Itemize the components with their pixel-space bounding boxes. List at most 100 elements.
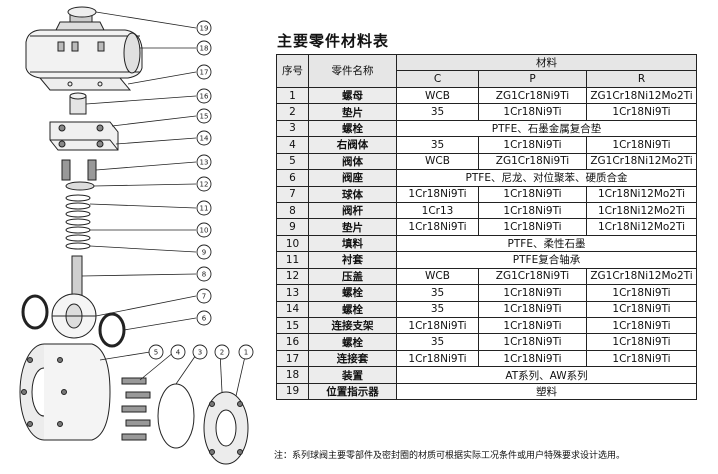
- cell-part-name: 右阀体: [308, 136, 397, 154]
- header-part-name: 零件名称: [308, 54, 397, 88]
- svg-text:19: 19: [200, 25, 209, 33]
- right-body: [203, 391, 249, 465]
- cell-no: 14: [276, 300, 309, 319]
- cell-material-r: 1Cr18Ni12Mo2Ti: [586, 185, 697, 203]
- cell-material-all: PTFE、柔性石墨: [396, 234, 697, 253]
- callout-1: 1: [238, 344, 254, 360]
- cell-no: 13: [276, 284, 309, 302]
- cell-material-c: 35: [396, 284, 479, 302]
- cell-material-c: 35: [396, 300, 479, 319]
- cell-material-r: 1Cr18Ni12Mo2Ti: [586, 218, 697, 236]
- callout-2: 2: [214, 344, 230, 360]
- svg-text:1: 1: [244, 349, 248, 357]
- header-no: 序号: [276, 54, 309, 88]
- cell-part-name: 衬套: [308, 251, 397, 269]
- cell-no: 8: [276, 201, 309, 220]
- cell-material-p: 1Cr18Ni9Ti: [478, 349, 587, 368]
- valve-body: [19, 343, 111, 441]
- cell-material-p: ZG1Cr18Ni9Ti: [478, 267, 587, 286]
- svg-text:16: 16: [200, 93, 209, 101]
- cell-part-name: 装置: [308, 366, 397, 384]
- cell-part-name: 球体: [308, 185, 397, 203]
- mounting-bracket: [49, 121, 119, 151]
- ball: [51, 293, 97, 339]
- cell-material-all: PTFE复合轴承: [396, 251, 697, 269]
- svg-text:2: 2: [220, 349, 224, 357]
- cell-part-name: 阀座: [308, 169, 397, 187]
- cell-part-name: 螺母: [308, 86, 397, 105]
- cell-material-p: 1Cr18Ni9Ti: [478, 103, 587, 121]
- svg-text:17: 17: [200, 69, 209, 77]
- cell-part-name: 填料: [308, 234, 397, 253]
- callout-5: 5: [148, 344, 164, 360]
- cell-material-r: 1Cr18Ni9Ti: [586, 333, 697, 351]
- cell-material-p: 1Cr18Ni9Ti: [478, 185, 587, 203]
- svg-text:10: 10: [200, 227, 209, 235]
- cell-part-name: 螺栓: [308, 300, 397, 319]
- cell-material-c: 1Cr18Ni9Ti: [396, 185, 479, 203]
- cell-part-name: 垫片: [308, 103, 397, 121]
- footnote: 注：系列球阀主要零部件及密封圈的材质可根据实际工况条件或用户特殊要求设计选用。: [274, 451, 626, 461]
- cell-material-all: PTFE、尼龙、对位聚苯、硬质合金: [396, 169, 697, 187]
- leader-lines: [81, 11, 247, 397]
- cell-material-all: AT系列、AW系列: [396, 366, 697, 384]
- callout-11: 11: [196, 200, 212, 216]
- cell-no: 17: [276, 349, 309, 368]
- coupling-sleeve: [69, 92, 87, 115]
- cell-material-r: 1Cr18Ni9Ti: [586, 300, 697, 319]
- cell-material-p: 1Cr18Ni9Ti: [478, 136, 587, 154]
- gasket: [157, 383, 195, 449]
- cell-material-c: WCB: [396, 267, 479, 286]
- cell-no: 18: [276, 366, 309, 384]
- bracket-plate: [38, 77, 132, 91]
- cell-material-p: 1Cr18Ni9Ti: [478, 300, 587, 319]
- callout-8: 8: [196, 266, 212, 282]
- callout-3: 3: [192, 344, 208, 360]
- gland: [65, 181, 95, 191]
- cell-material-r: ZG1Cr18Ni12Mo2Ti: [586, 267, 697, 286]
- cell-no: 9: [276, 218, 309, 236]
- cell-material-r: 1Cr18Ni9Ti: [586, 316, 697, 335]
- cell-no: 10: [276, 234, 309, 253]
- studs: [121, 377, 151, 441]
- cell-material-c: WCB: [396, 86, 479, 105]
- cell-no: 16: [276, 333, 309, 351]
- packing-stack: [65, 194, 91, 250]
- cell-material-p: 1Cr18Ni9Ti: [478, 316, 587, 335]
- cell-material-p: 1Cr18Ni9Ti: [478, 201, 587, 220]
- cell-part-name: 螺栓: [308, 284, 397, 302]
- header-material: 材料: [396, 53, 697, 72]
- cell-material-c: 1Cr13: [396, 201, 479, 220]
- svg-text:18: 18: [200, 45, 209, 53]
- cell-no: 15: [276, 316, 309, 335]
- cell-material-p: 1Cr18Ni9Ti: [478, 218, 587, 236]
- callout-4: 4: [170, 344, 186, 360]
- cell-material-p: ZG1Cr18Ni9Ti: [478, 152, 587, 171]
- callout-markers: 19 18 17 16 15 14 13 12 11 10 9 8 7 6 5 …: [148, 20, 254, 360]
- cell-no: 3: [276, 119, 309, 138]
- cell-part-name: 压盖: [308, 267, 397, 286]
- cell-material-p: 1Cr18Ni9Ti: [478, 333, 587, 351]
- cell-part-name: 连接套: [308, 349, 397, 368]
- svg-text:9: 9: [202, 249, 206, 257]
- cell-material-p: ZG1Cr18Ni9Ti: [478, 86, 587, 105]
- svg-text:6: 6: [202, 315, 207, 323]
- cell-material-r: 1Cr18Ni9Ti: [586, 284, 697, 302]
- cell-part-name: 垫片: [308, 218, 397, 236]
- table-subheader-row: C P R: [277, 70, 697, 88]
- callout-18: 18: [196, 40, 212, 56]
- cell-part-name: 阀体: [308, 152, 397, 171]
- svg-text:15: 15: [200, 113, 209, 121]
- cell-part-name: 连接支架: [308, 316, 397, 335]
